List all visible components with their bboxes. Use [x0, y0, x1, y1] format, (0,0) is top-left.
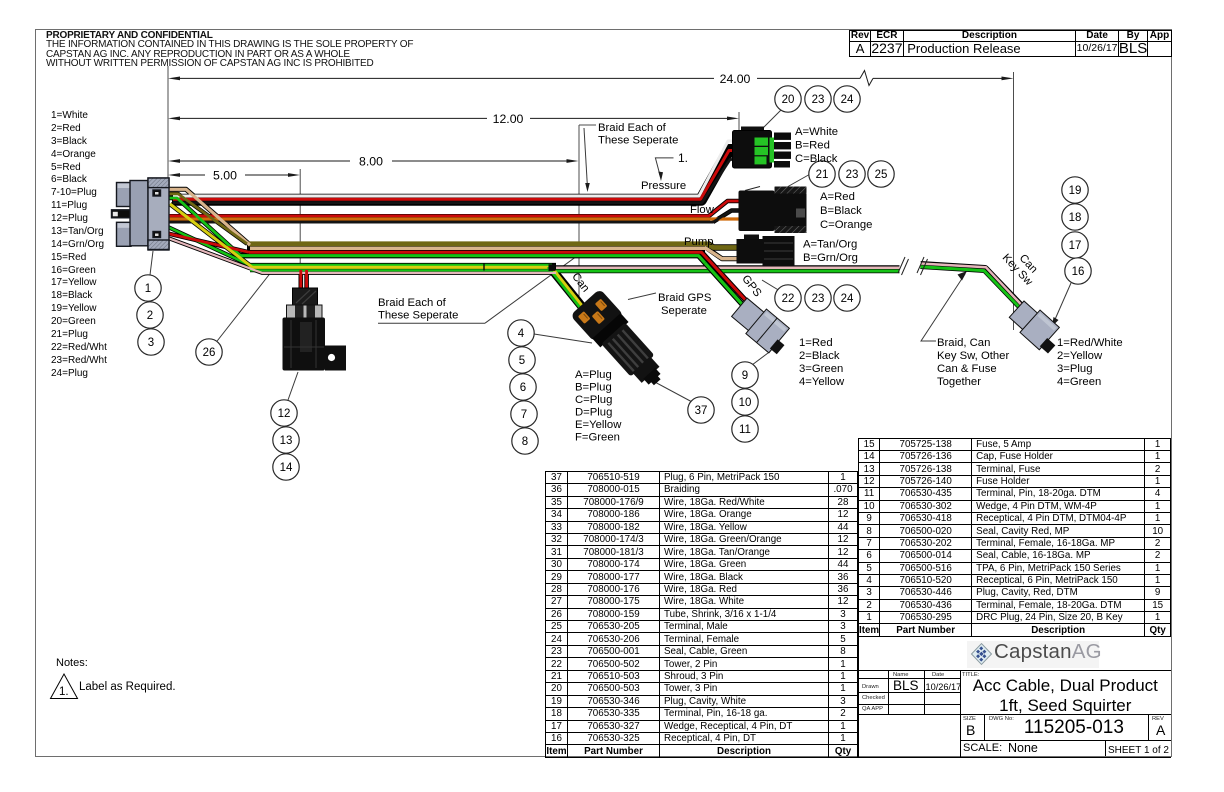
svg-text:Braid Each of: Braid Each of	[598, 122, 667, 134]
svg-text:1: 1	[145, 283, 151, 295]
svg-text:9: 9	[742, 370, 748, 382]
svg-text:C=Plug: C=Plug	[575, 394, 612, 406]
svg-text:2: 2	[147, 310, 153, 322]
svg-text:C=Orange: C=Orange	[820, 219, 872, 231]
svg-text:7: 7	[521, 409, 527, 421]
svg-text:21: 21	[816, 169, 829, 181]
svg-text:Braid, Can: Braid, Can	[937, 337, 990, 349]
svg-text:A=Plug: A=Plug	[575, 369, 612, 381]
svg-text:C=Black: C=Black	[795, 153, 838, 165]
svg-text:3: 3	[148, 337, 154, 349]
svg-text:Flow: Flow	[690, 204, 715, 216]
svg-text:2=Yellow: 2=Yellow	[1057, 350, 1103, 362]
svg-text:1=Red/White: 1=Red/White	[1057, 337, 1123, 349]
svg-text:37: 37	[695, 405, 708, 417]
svg-text:4=Yellow: 4=Yellow	[799, 376, 845, 388]
svg-text:A=White: A=White	[795, 126, 838, 138]
svg-text:13: 13	[280, 435, 293, 447]
svg-text:These Seperate: These Seperate	[378, 310, 458, 322]
svg-text:A=Tan/Org: A=Tan/Org	[803, 239, 857, 251]
svg-text:Seperate: Seperate	[661, 305, 707, 317]
svg-text:12.00: 12.00	[493, 112, 524, 126]
svg-text:24: 24	[841, 293, 854, 305]
svg-text:26: 26	[203, 347, 216, 359]
svg-text:12: 12	[278, 408, 291, 420]
svg-text:1=Red: 1=Red	[799, 337, 833, 349]
svg-text:4: 4	[518, 328, 525, 340]
svg-text:1.: 1.	[59, 686, 69, 698]
svg-text:Pressure: Pressure	[641, 180, 686, 192]
svg-text:6: 6	[520, 382, 526, 394]
svg-text:4=Green: 4=Green	[1057, 376, 1101, 388]
svg-text:23: 23	[812, 94, 825, 106]
svg-text:5.00: 5.00	[213, 168, 237, 182]
svg-text:Together: Together	[937, 376, 981, 388]
svg-text:24.00: 24.00	[720, 72, 751, 86]
svg-text:2=Black: 2=Black	[799, 350, 840, 362]
svg-text:Braid Each of: Braid Each of	[378, 297, 447, 309]
svg-text:23: 23	[812, 293, 825, 305]
svg-text:5: 5	[519, 355, 525, 367]
svg-text:24: 24	[841, 94, 854, 106]
svg-text:3=Green: 3=Green	[799, 363, 843, 375]
svg-text:Braid GPS: Braid GPS	[658, 292, 712, 304]
svg-text:B=Grn/Org: B=Grn/Org	[803, 252, 858, 264]
svg-text:10: 10	[739, 397, 752, 409]
svg-text:B=Red: B=Red	[795, 140, 830, 152]
svg-text:23: 23	[846, 169, 859, 181]
svg-text:25: 25	[875, 169, 888, 181]
svg-text:A=Red: A=Red	[820, 191, 855, 203]
svg-text:8: 8	[522, 436, 528, 448]
svg-text:16: 16	[1072, 266, 1085, 278]
svg-text:D=Plug: D=Plug	[575, 407, 612, 419]
svg-text:17: 17	[1069, 240, 1082, 252]
svg-text:B=Black: B=Black	[820, 205, 862, 217]
svg-text:22: 22	[782, 293, 795, 305]
svg-text:F=Green: F=Green	[575, 432, 620, 444]
svg-text:20: 20	[782, 94, 795, 106]
svg-text:11: 11	[739, 424, 751, 436]
svg-text:8.00: 8.00	[359, 154, 383, 168]
svg-text:These Seperate: These Seperate	[598, 135, 678, 147]
svg-text:3=Plug: 3=Plug	[1057, 363, 1093, 375]
svg-text:Key Sw, Other: Key Sw, Other	[937, 350, 1009, 362]
svg-text:18: 18	[1069, 212, 1082, 224]
svg-text:19: 19	[1069, 185, 1082, 197]
svg-text:B=Plug: B=Plug	[575, 382, 612, 394]
svg-text:Pump: Pump	[684, 236, 714, 248]
svg-text:14: 14	[280, 462, 293, 474]
svg-text:E=Yellow: E=Yellow	[575, 419, 622, 431]
svg-text:Can & Fuse: Can & Fuse	[937, 363, 997, 375]
svg-text:1.: 1.	[678, 151, 688, 165]
